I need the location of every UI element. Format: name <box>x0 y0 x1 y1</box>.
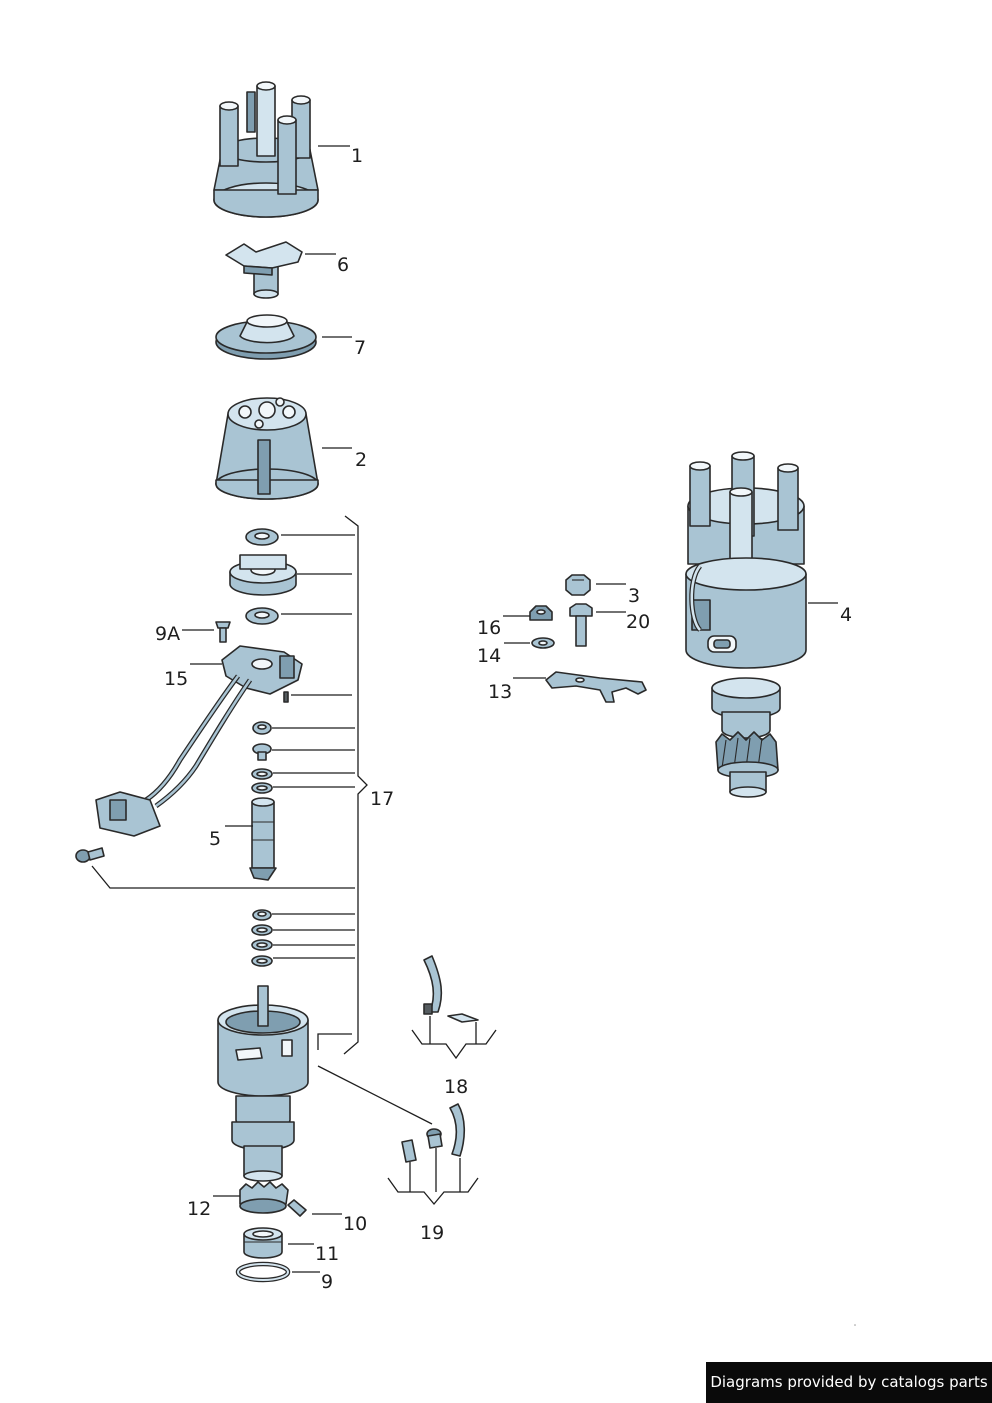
label-3: 3 <box>628 585 640 607</box>
stray-dot <box>854 1324 856 1326</box>
part-11-seal[interactable] <box>243 1227 283 1259</box>
label-16: 16 <box>477 617 501 639</box>
part-washer-stack-lower[interactable] <box>251 909 273 967</box>
label-13: 13 <box>488 681 512 703</box>
label-6: 6 <box>337 254 349 276</box>
part-15-contact-breaker[interactable] <box>95 645 303 837</box>
label-9: 9 <box>321 1271 333 1293</box>
label-12: 12 <box>187 1198 211 1220</box>
label-11: 11 <box>315 1243 339 1265</box>
part-5-cam-shaft[interactable] <box>249 797 277 881</box>
part-19-clamp-screw[interactable] <box>401 1103 466 1163</box>
label-5: 5 <box>209 828 221 850</box>
part-washer-3[interactable] <box>251 768 273 780</box>
bracket-17-leaders <box>272 515 368 1055</box>
label-15: 15 <box>164 668 188 690</box>
part-washer-2[interactable] <box>245 607 279 625</box>
label-4: 4 <box>840 604 852 626</box>
part-small-screw[interactable] <box>252 743 272 761</box>
part-12-drive-gear[interactable] <box>239 1181 289 1214</box>
part-3-hex-nut[interactable] <box>565 574 591 596</box>
part-10-pin[interactable] <box>287 1199 307 1217</box>
label-7: 7 <box>354 337 366 359</box>
label-14: 14 <box>477 645 501 667</box>
part-washer-top[interactable] <box>245 528 279 546</box>
part-14-washer[interactable] <box>531 637 555 649</box>
part-9a-screw[interactable] <box>215 621 231 643</box>
part-washer-4[interactable] <box>251 782 273 794</box>
label-2: 2 <box>355 449 367 471</box>
label-17: 17 <box>370 788 394 810</box>
part-13-clamp-plate[interactable] <box>545 671 647 703</box>
part-1-distributor-cap[interactable] <box>213 81 319 218</box>
watermark-banner: Diagrams provided by catalogs parts <box>706 1362 992 1403</box>
part-20-bolt[interactable] <box>569 603 593 647</box>
label-1: 1 <box>351 145 363 167</box>
part-small-nut[interactable] <box>252 721 272 735</box>
label-19: 19 <box>420 1222 444 1244</box>
part-screw-left[interactable] <box>75 847 105 863</box>
label-20: 20 <box>626 611 650 633</box>
part-18-clamp[interactable] <box>423 955 479 1023</box>
part-16-nut[interactable] <box>529 605 553 621</box>
part-6-rotor-arm[interactable] <box>225 241 303 299</box>
part-9-o-ring[interactable] <box>235 1261 291 1283</box>
part-distributor-housing[interactable] <box>217 985 309 1182</box>
label-18: 18 <box>444 1076 468 1098</box>
part-2-shield[interactable] <box>215 397 319 500</box>
part-4-complete-distributor[interactable] <box>685 451 807 798</box>
label-10: 10 <box>343 1213 367 1235</box>
part-bearing-plate[interactable] <box>229 554 297 596</box>
part-pin[interactable] <box>283 691 289 703</box>
part-7-dust-shield[interactable] <box>215 314 317 360</box>
label-9a: 9A <box>155 623 180 645</box>
